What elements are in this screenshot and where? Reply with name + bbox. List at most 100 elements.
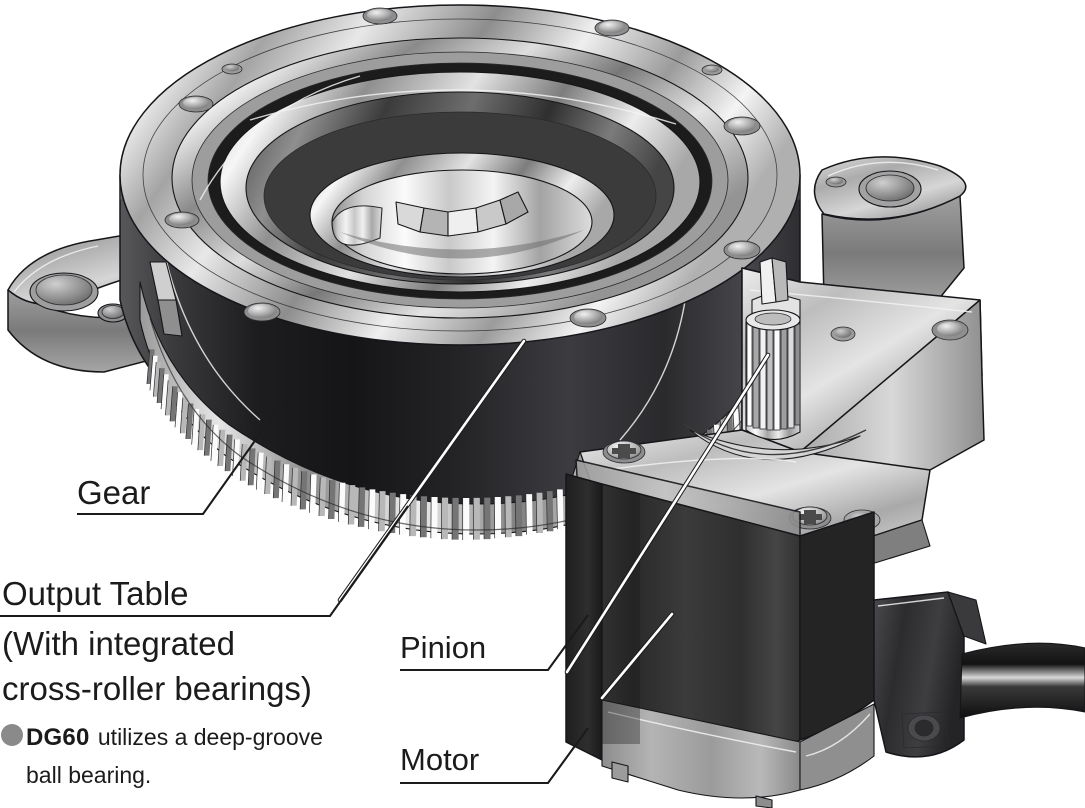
flange-pin-holes bbox=[221, 63, 847, 188]
output-table-pointer bbox=[337, 338, 527, 603]
gear-tooth bbox=[473, 497, 480, 540]
gear-tooth bbox=[318, 477, 327, 516]
gear-tooth-edge bbox=[525, 494, 527, 535]
gear-tooth-edge bbox=[357, 487, 360, 527]
gear-tooth bbox=[180, 397, 188, 434]
note-line-2: cross-roller bearings) bbox=[2, 670, 312, 707]
gear-tooth bbox=[165, 380, 174, 416]
gear-tooth bbox=[515, 495, 523, 537]
gear-label: Gear bbox=[77, 474, 150, 511]
gear-tooth bbox=[483, 497, 491, 540]
gear-tooth bbox=[452, 497, 459, 540]
footnote-line-1: DG60 utilizes a deep-groove bbox=[26, 724, 323, 751]
gear-tooth-edge bbox=[347, 485, 350, 525]
gear-tooth-edge bbox=[185, 403, 189, 440]
gear-tooth bbox=[368, 489, 376, 530]
gear-tooth bbox=[348, 485, 356, 525]
gear-tooth-edge bbox=[197, 414, 201, 451]
flange-bolt-holes bbox=[164, 7, 761, 328]
gear-tooth-edge bbox=[388, 492, 390, 534]
bullet-icon bbox=[1, 724, 23, 746]
inner-spline-teeth bbox=[395, 191, 529, 237]
gear-tooth-edge bbox=[328, 480, 331, 520]
gear-tooth bbox=[157, 368, 165, 403]
gear-tooth bbox=[358, 487, 366, 527]
gear-tooth-edge bbox=[239, 443, 243, 481]
footnote-rest: utilizes a deep-groove bbox=[92, 724, 323, 750]
pinion-leader-line bbox=[400, 614, 589, 672]
gear-tooth-edge bbox=[152, 361, 157, 397]
gear-leader-line bbox=[77, 403, 282, 516]
output-table-leader-line bbox=[0, 505, 409, 618]
callouts: Gear Output Table Pinion Motor bbox=[0, 403, 589, 785]
gear-tooth bbox=[300, 471, 308, 510]
gear-tooth bbox=[256, 452, 264, 490]
gear-tooth-edge bbox=[169, 386, 174, 422]
gear-tooth bbox=[153, 361, 162, 397]
gear-tooth bbox=[328, 480, 336, 520]
gear-tooth bbox=[309, 474, 317, 513]
gear-tooth-edge bbox=[247, 448, 251, 486]
pinion-gear bbox=[745, 257, 801, 441]
gear-tooth-edge bbox=[309, 474, 312, 513]
pinion-label: Pinion bbox=[400, 630, 486, 665]
gear-tooth-edge bbox=[160, 374, 165, 410]
gear-tooth bbox=[441, 497, 449, 540]
gear-tooth bbox=[248, 448, 256, 486]
gear-tooth bbox=[175, 392, 183, 428]
bracket-screw-left bbox=[602, 440, 646, 464]
right-mounting-ear bbox=[813, 156, 967, 312]
gear-tooth bbox=[556, 489, 564, 530]
motor-connector-and-cable bbox=[873, 591, 1085, 758]
gear-tooth-edge bbox=[318, 477, 321, 517]
stepper-motor bbox=[565, 459, 875, 808]
callout-gear[interactable]: Gear bbox=[77, 403, 282, 516]
gear-tooth-edge bbox=[156, 368, 161, 404]
output-table-label: Output Table bbox=[2, 575, 189, 612]
gear-tooth-edge bbox=[368, 489, 370, 530]
gear-tooth bbox=[546, 491, 554, 532]
gear-tooth bbox=[290, 467, 299, 506]
gear-tooth bbox=[525, 494, 533, 535]
output-table-note-block: (With integrated cross-roller bearings) … bbox=[1, 625, 323, 788]
gear-tooth-edge bbox=[191, 408, 195, 445]
gear-tooth-edge bbox=[281, 464, 285, 503]
gear-tooth-edge bbox=[217, 429, 221, 467]
note-line-1: (With integrated bbox=[2, 625, 235, 662]
gear-tooth bbox=[462, 498, 470, 540]
cable-clamp bbox=[901, 711, 949, 749]
gear-tooth-edge bbox=[146, 349, 151, 384]
gear-tooth bbox=[338, 482, 346, 522]
gear-tooth bbox=[264, 456, 273, 495]
gear-tooth-edge bbox=[264, 456, 267, 495]
gear-tooth bbox=[504, 496, 512, 538]
gear-tooth-edge bbox=[337, 482, 340, 522]
motor-leader-line bbox=[400, 727, 589, 785]
callout-motor[interactable]: Motor bbox=[400, 727, 589, 785]
output-table-top-flange bbox=[119, 4, 847, 346]
gear-guard-left bbox=[149, 261, 183, 337]
gear-tooth-edge bbox=[232, 439, 235, 476]
gear-tooth-edge bbox=[179, 397, 184, 434]
gear-tooth-edge bbox=[224, 434, 228, 472]
gear-tooth bbox=[378, 491, 386, 532]
gear-tooth-edge bbox=[165, 380, 169, 416]
gear-tooth bbox=[170, 386, 178, 422]
gear-tooth-edge bbox=[378, 491, 380, 532]
motor-label: Motor bbox=[400, 742, 479, 777]
gear-tooth bbox=[273, 460, 281, 499]
callout-pinion[interactable]: Pinion bbox=[400, 614, 589, 672]
gear-tooth bbox=[161, 374, 169, 410]
gear-tooth-edge bbox=[272, 460, 276, 499]
gear-tooth bbox=[430, 497, 438, 539]
gear-tooth-edge bbox=[174, 392, 178, 428]
gear-tooth bbox=[494, 497, 502, 539]
callout-output-table[interactable]: Output Table bbox=[0, 505, 409, 618]
white-pointer-lines bbox=[337, 338, 771, 701]
pinion-pointer bbox=[564, 352, 771, 675]
gear-tooth bbox=[420, 496, 428, 538]
motor-pointer bbox=[599, 611, 675, 701]
gear-tooth-edge bbox=[210, 424, 214, 461]
footnote-model: DG60 bbox=[26, 724, 90, 751]
